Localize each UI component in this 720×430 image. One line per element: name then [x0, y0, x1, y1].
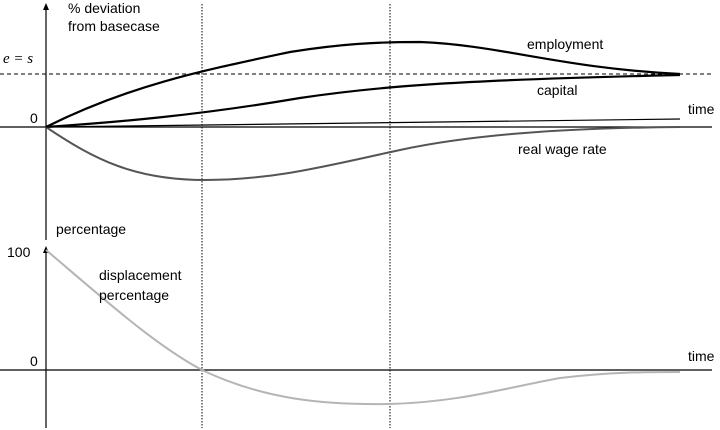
- top-y-axis-label-line1: % deviation: [68, 0, 140, 16]
- displacement-label-line1: displacement: [99, 267, 182, 283]
- displacement-percentage-curve: [45, 249, 681, 406]
- bottom-time-label: time: [688, 348, 715, 364]
- employment-curve: [45, 40, 681, 128]
- bottom-max-label: 100: [7, 244, 31, 260]
- e-equals-s-label: e = s: [3, 51, 33, 67]
- top-y-axis-arrow: [43, 3, 49, 10]
- near-zero-baseline-curve: [45, 118, 681, 128]
- top-zero-label: 0: [30, 110, 38, 126]
- top-y-axis-label-line2: from basecase: [68, 18, 160, 34]
- displacement-label-line2: percentage: [99, 287, 169, 303]
- real-wage-rate-curve: [45, 126, 681, 182]
- top-time-label: time: [688, 101, 715, 117]
- bottom-zero-label: 0: [30, 353, 38, 369]
- capital-label: capital: [537, 82, 577, 98]
- employment-label: employment: [527, 36, 603, 52]
- real-wage-rate-label: real wage rate: [518, 141, 607, 157]
- bottom-y-axis-label: percentage: [56, 221, 126, 237]
- capital-curve: [45, 73, 681, 129]
